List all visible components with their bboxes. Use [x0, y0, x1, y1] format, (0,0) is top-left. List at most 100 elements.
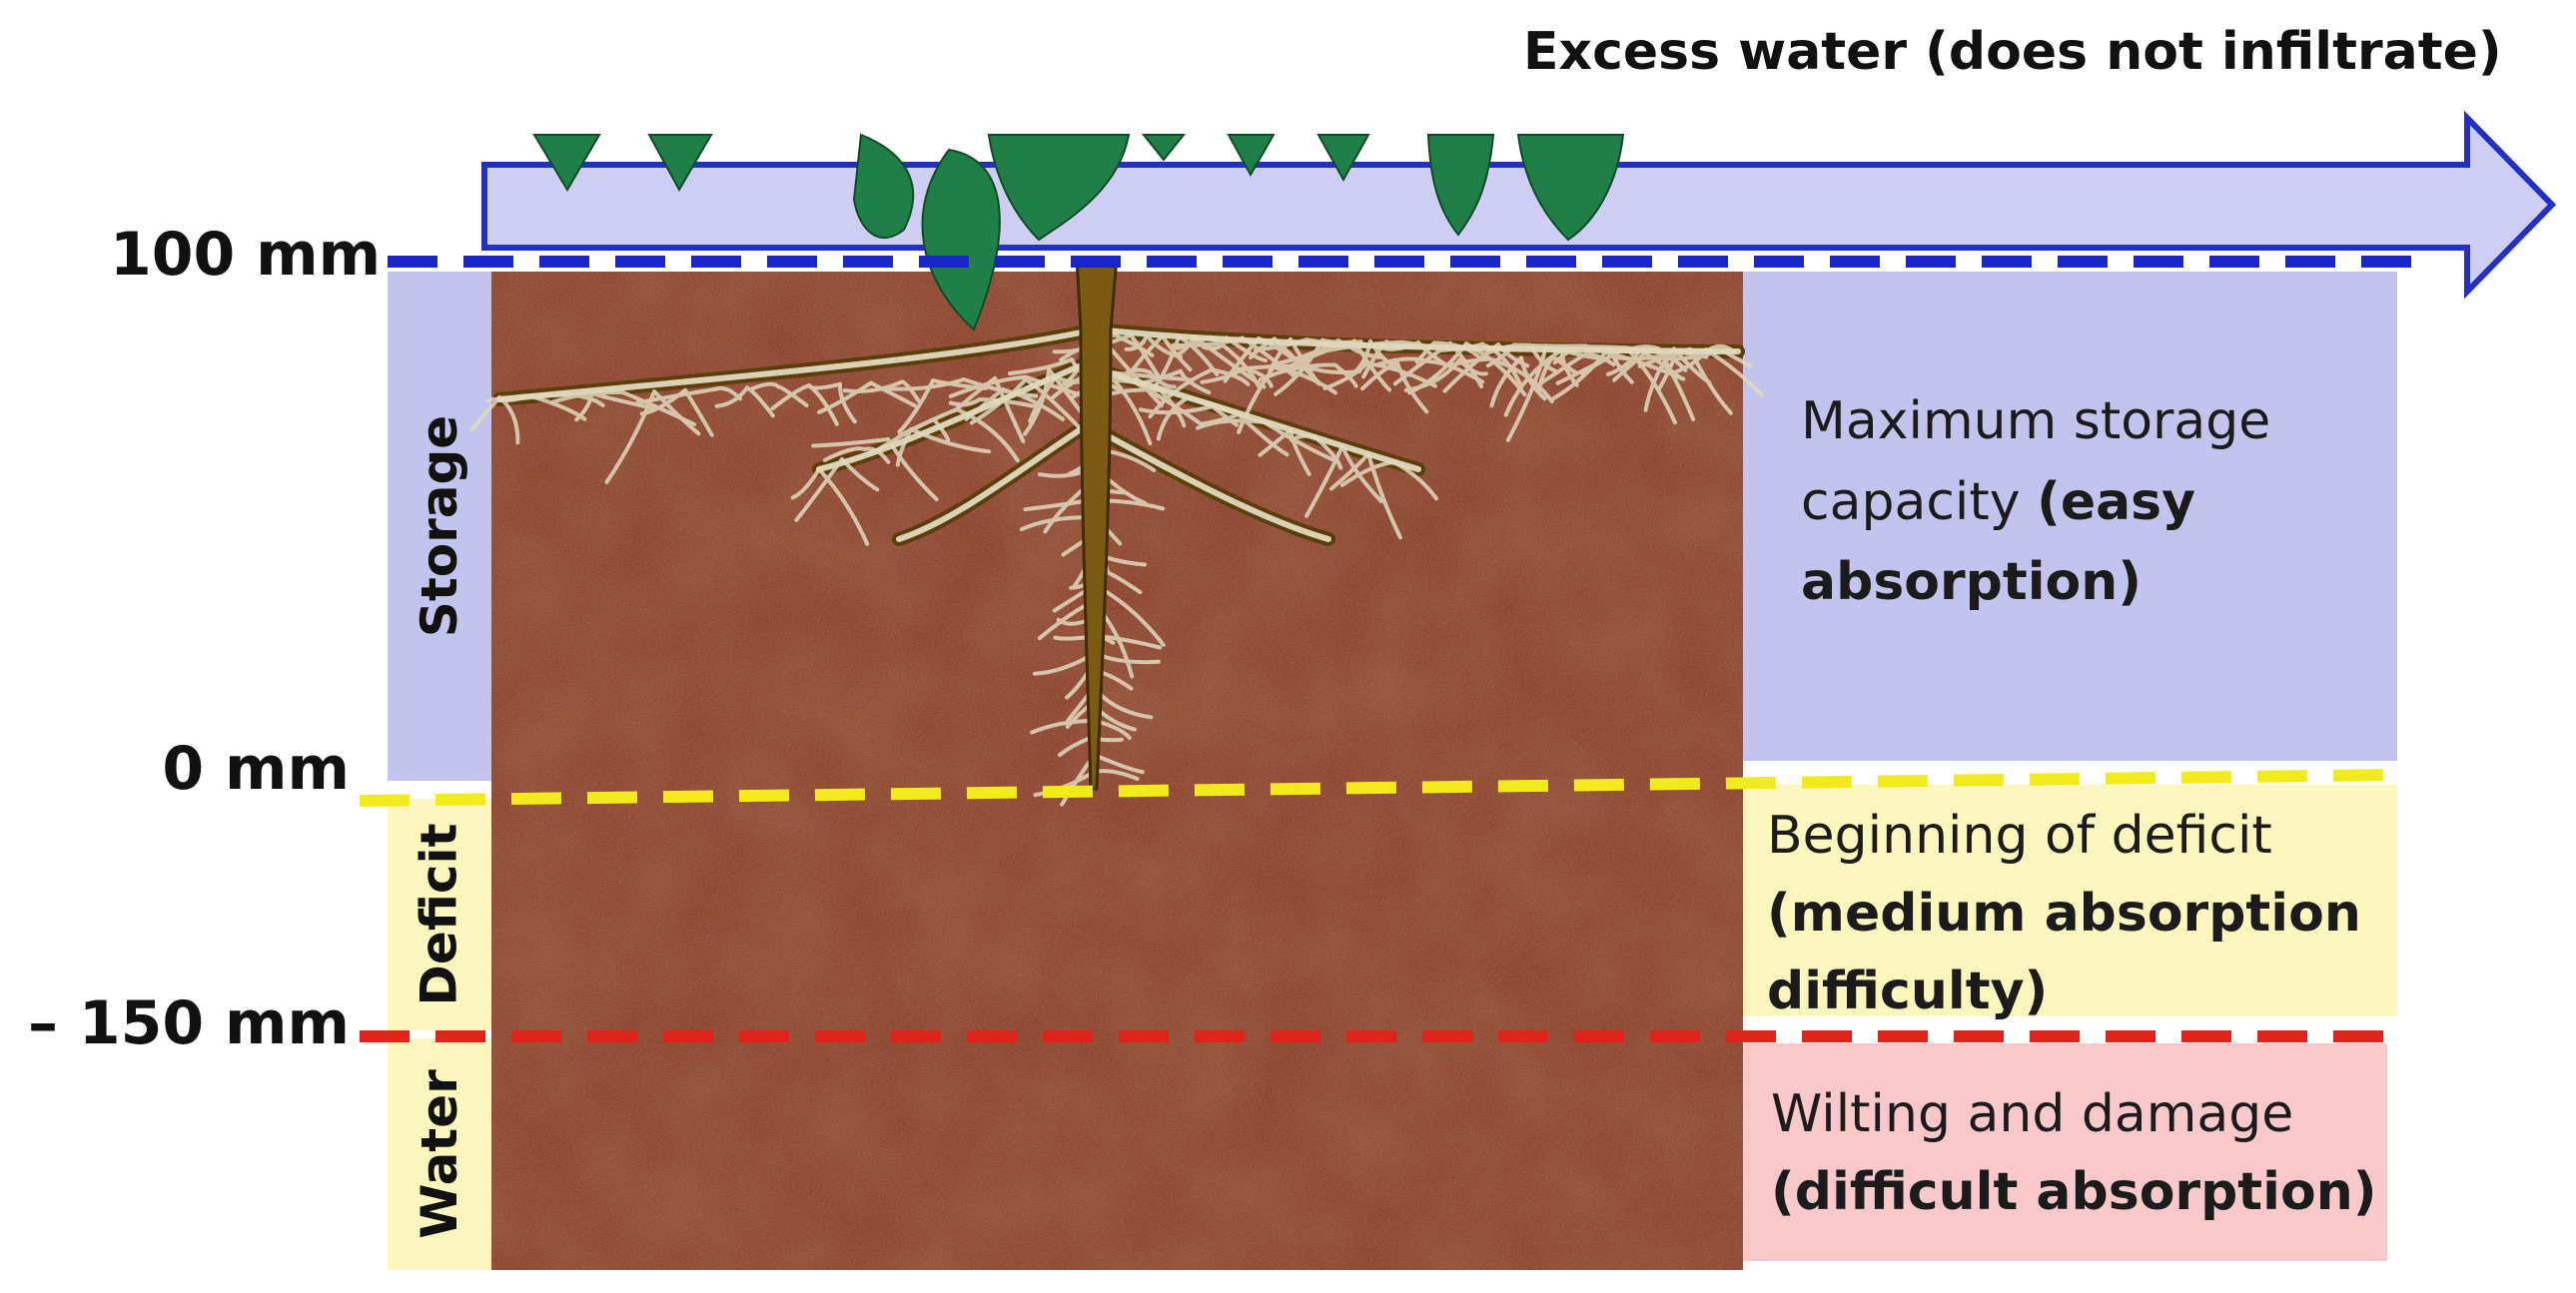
- fine-root: [1272, 365, 1337, 395]
- fine-root: [1024, 377, 1083, 430]
- storage-desc-line1: Maximum storage: [1801, 391, 2271, 451]
- fine-root: [886, 377, 966, 391]
- storage-desc-line3: absorption): [1801, 552, 2143, 613]
- fine-root: [1258, 428, 1292, 457]
- depth-label-0mm: 0 mm: [162, 734, 350, 804]
- fine-root: [1366, 452, 1402, 540]
- fine-root: [1480, 341, 1522, 385]
- fine-root: [822, 446, 867, 462]
- fine-root: [1537, 353, 1585, 386]
- storage-desc-line2: capacity (easy: [1801, 471, 2196, 532]
- fine-root: [1288, 433, 1318, 442]
- fine-root: [1268, 336, 1292, 373]
- fine-root: [1325, 339, 1404, 352]
- depth-label-minus150mm: – 150 mm: [27, 988, 350, 1058]
- fine-root: [635, 386, 718, 405]
- fine-root: [964, 387, 1005, 421]
- fine-root: [1263, 420, 1338, 463]
- wilting-desc-line2: (difficult absorption): [1771, 1162, 2377, 1222]
- fine-root: [817, 380, 873, 414]
- fine-root: [559, 392, 605, 407]
- fine-root: [1092, 753, 1145, 775]
- excess-water-title: Excess water (does not infiltrate): [1523, 22, 2502, 82]
- fine-root: [1505, 343, 1548, 442]
- root-system-icon: [469, 323, 1765, 807]
- taproot: [1075, 256, 1119, 791]
- fine-root: [1001, 387, 1065, 421]
- fine-root: [1288, 428, 1311, 476]
- fine-root: [1432, 340, 1480, 358]
- fine-root: [1241, 335, 1297, 379]
- fine-root: [1481, 342, 1532, 357]
- fine-root: [1360, 360, 1399, 391]
- fine-root: [1023, 367, 1051, 436]
- fine-root: [1274, 338, 1340, 366]
- fine-root: [1605, 345, 1644, 376]
- fine-root: [1156, 396, 1189, 441]
- fine-root: [1209, 334, 1261, 388]
- fine-root: [1008, 357, 1074, 375]
- fine-root: [1202, 335, 1229, 350]
- fine-root: [817, 467, 870, 546]
- depth-label-100mm: 100 mm: [110, 220, 382, 290]
- fine-root: [1058, 736, 1093, 757]
- fine-root: [574, 391, 594, 422]
- fine-root: [1624, 345, 1677, 425]
- fine-root: [1175, 334, 1197, 357]
- leaf-icon: [532, 133, 1625, 331]
- fine-root: [978, 397, 1037, 408]
- fine-root: [1124, 333, 1149, 351]
- deficit-band: Deficit: [388, 799, 491, 1030]
- fine-root: [1141, 368, 1183, 385]
- wilting-desc-line1: Wilting and damage: [1771, 1084, 2294, 1144]
- fine-root: [807, 381, 842, 390]
- arrow-right-icon: [481, 110, 2557, 300]
- fine-root: [1139, 404, 1215, 415]
- fine-root: [770, 383, 811, 410]
- fine-root: [1416, 340, 1448, 367]
- fine-root: [811, 437, 890, 448]
- fine-root: [1503, 354, 1554, 417]
- wilting-description-box: Wilting and damage (difficult absorption…: [1743, 1043, 2387, 1261]
- fine-root: [1414, 340, 1436, 364]
- fine-root: [1124, 333, 1165, 382]
- fine-root: [790, 467, 821, 500]
- fine-root: [714, 385, 749, 408]
- deficit-description-box: Beginning of deficit (medium absorption …: [1743, 785, 2397, 1021]
- fine-root: [993, 375, 1026, 443]
- line-0mm: [359, 769, 2398, 807]
- fine-root: [1148, 369, 1177, 389]
- fine-root: [1544, 343, 1599, 360]
- fine-root: [1622, 344, 1660, 353]
- fine-root: [652, 389, 701, 436]
- deficit-desc-line2: (medium absorption: [1767, 884, 2361, 944]
- fine-root: [1612, 350, 1647, 382]
- fine-root: [969, 377, 1028, 425]
- fine-root: [1129, 332, 1161, 378]
- water-band: Water: [388, 1038, 491, 1270]
- fine-root: [1285, 338, 1356, 370]
- fine-root: [948, 397, 982, 407]
- fine-root: [794, 457, 844, 522]
- storage-band: Storage: [388, 272, 491, 781]
- fine-root: [1555, 345, 1628, 385]
- fine-root: [1436, 341, 1484, 352]
- fine-root: [1151, 334, 1181, 391]
- fine-root: [485, 392, 563, 402]
- fine-root: [897, 407, 959, 438]
- fine-root: [1133, 380, 1202, 425]
- fine-root: [1554, 343, 1596, 356]
- fine-root: [1314, 436, 1343, 470]
- fine-root: [1274, 337, 1324, 396]
- fine-root: [1328, 452, 1370, 491]
- fine-root: [1376, 340, 1420, 351]
- fine-root: [1028, 373, 1059, 423]
- fine-root: [1339, 460, 1396, 487]
- fine-root: [955, 407, 1020, 463]
- fine-root: [869, 380, 917, 408]
- fine-root: [932, 417, 951, 442]
- fine-root: [1705, 343, 1736, 353]
- fine-root: [1647, 347, 1724, 361]
- deficit-desc-line1: Beginning of deficit: [1767, 806, 2272, 866]
